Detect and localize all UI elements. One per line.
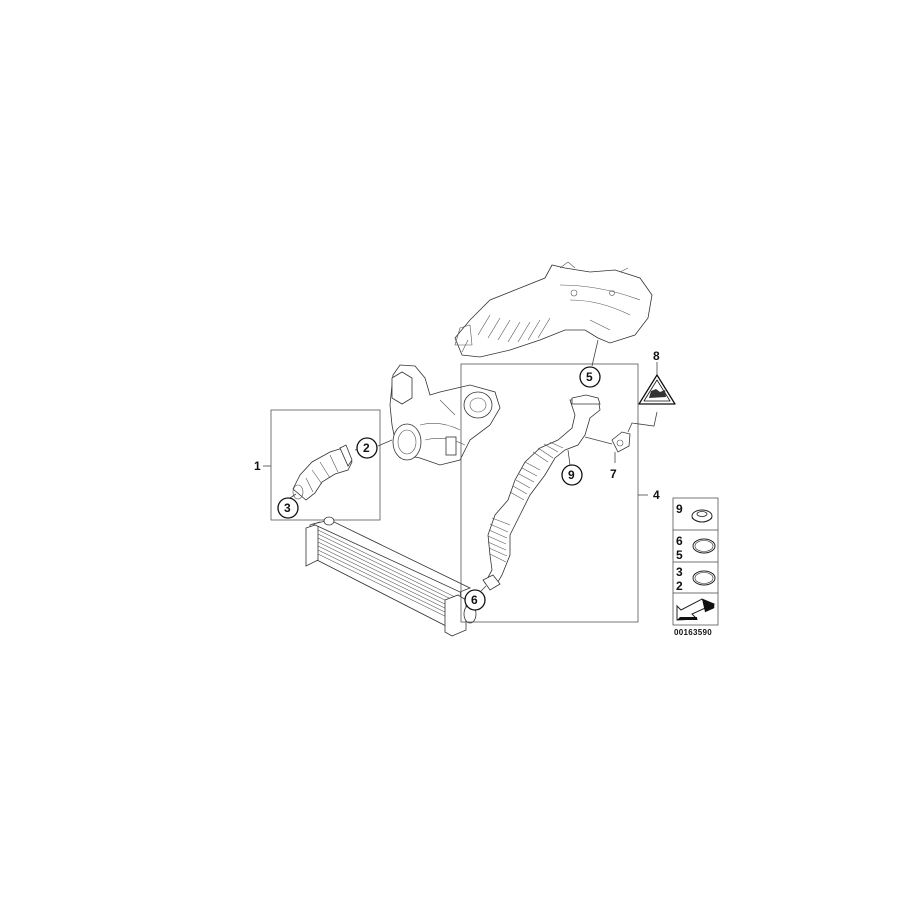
- svg-text:5: 5: [676, 548, 683, 562]
- svg-text:3: 3: [676, 565, 683, 579]
- turbocharger: [389, 364, 501, 466]
- o-ring-icon: [692, 538, 716, 554]
- warning-label: [638, 362, 676, 405]
- callout-8: 8: [653, 349, 660, 363]
- callout-2: 2: [363, 441, 370, 455]
- callout-6-circle: [464, 589, 486, 611]
- group-4-frame: [460, 363, 639, 623]
- callout-5-circle: [579, 366, 601, 388]
- callout-7: 7: [610, 467, 617, 481]
- callout-5: 5: [586, 370, 593, 384]
- legend-row-arrow: [676, 598, 716, 621]
- callout-2-circle: [356, 437, 378, 459]
- intake-manifold: [454, 261, 653, 358]
- charge-air-hose-assembly: [482, 394, 613, 591]
- document-number: 00163590: [674, 628, 712, 637]
- sensor: [611, 411, 658, 463]
- o-ring-icon: [692, 570, 716, 586]
- callout-3-circle: [277, 497, 299, 519]
- callout-6: 6: [471, 593, 478, 607]
- callout-9: 9: [568, 468, 575, 482]
- legend-row-3-2: 3 2: [676, 565, 716, 593]
- svg-text:9: 9: [676, 502, 683, 516]
- legend-row-6-5: 6 5: [676, 534, 716, 562]
- callout-1: 1: [254, 459, 261, 473]
- svg-text:2: 2: [676, 579, 683, 593]
- callout-3: 3: [284, 501, 291, 515]
- intercooler: [305, 516, 477, 637]
- callout-4: 4: [653, 488, 660, 502]
- legend-panel: 9 6 5 3 2 00163590: [672, 497, 719, 637]
- svg-text:6: 6: [676, 534, 683, 548]
- charge-air-duct: [292, 444, 353, 501]
- callout-9-circle: [561, 464, 583, 486]
- legend-row-9: 9: [676, 502, 713, 523]
